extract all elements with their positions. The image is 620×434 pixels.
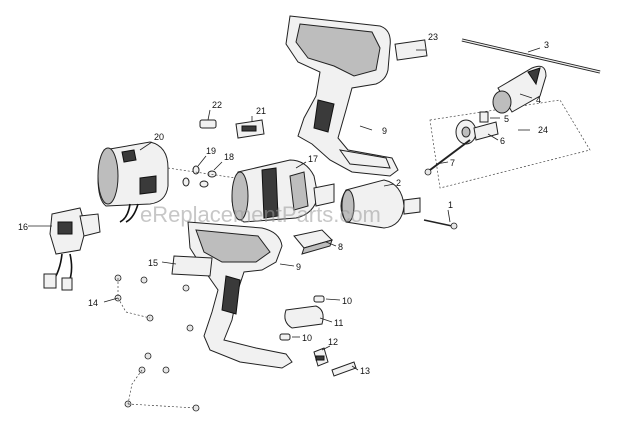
part-22-sleeve <box>199 119 217 129</box>
part-19-small-ring <box>182 165 200 187</box>
callout-5: 5 <box>504 114 509 124</box>
part-10-plug-lower <box>279 333 291 341</box>
callout-3: 3 <box>544 40 549 50</box>
part-8-clip <box>293 229 333 255</box>
watermark-text: eReplacementParts.com <box>140 202 381 227</box>
callout-6: 6 <box>500 136 505 146</box>
callout-13: 13 <box>360 366 370 376</box>
part-2-chuck <box>340 179 421 229</box>
part-15-label-plate <box>171 255 213 277</box>
callout-19: 19 <box>206 146 216 156</box>
callout-11: 11 <box>334 318 343 328</box>
callout-8: 8 <box>338 242 343 252</box>
callout-15: 15 <box>148 258 158 268</box>
callout-22: 22 <box>212 100 222 110</box>
part-6-disc <box>455 119 499 145</box>
part-5-nut <box>479 111 489 123</box>
part-17-gearbox <box>231 159 335 223</box>
part-9-housing-lower <box>187 221 293 369</box>
callout-20: 20 <box>154 132 164 142</box>
part-4-battery-cylinder <box>492 65 547 114</box>
callout-16: 16 <box>18 222 28 232</box>
callout-7: 7 <box>450 158 455 168</box>
callout-1: 1 <box>448 200 453 210</box>
callout-12: 12 <box>328 337 338 347</box>
part-3-rod <box>461 38 601 74</box>
part-18-pin <box>167 167 237 188</box>
part-7-pin <box>424 139 471 176</box>
callout-leaders <box>28 47 541 371</box>
callout-9-upper: 9 <box>382 126 387 136</box>
callout-10-upper: 10 <box>342 296 352 306</box>
part-23-label-plate <box>394 39 428 61</box>
part-1-screw <box>423 219 458 230</box>
callout-10-lower: 10 <box>302 333 312 343</box>
callout-18: 18 <box>224 152 234 162</box>
part-13-screw <box>331 361 357 377</box>
part-20-motor <box>97 141 169 223</box>
part-11-cover-plate <box>284 305 324 329</box>
callout-14: 14 <box>88 298 98 308</box>
part-21-bracket <box>235 119 265 139</box>
callout-17: 17 <box>308 154 318 164</box>
part-24-group-outline <box>429 99 591 189</box>
callout-labels: 23 3 4 5 24 6 7 9 22 21 20 19 18 17 2 1 … <box>18 32 549 376</box>
callout-2: 2 <box>396 178 401 188</box>
part-10-plug-upper <box>313 295 325 303</box>
callout-21: 21 <box>256 106 266 116</box>
callout-4: 4 <box>536 95 541 105</box>
callout-9-lower: 9 <box>296 262 301 272</box>
part-9-housing-upper <box>285 15 399 177</box>
callout-24: 24 <box>538 125 548 135</box>
part-14-screw-set <box>114 274 200 412</box>
part-16-switch <box>43 207 101 291</box>
part-12-clip <box>313 347 329 367</box>
callout-23: 23 <box>428 32 438 42</box>
